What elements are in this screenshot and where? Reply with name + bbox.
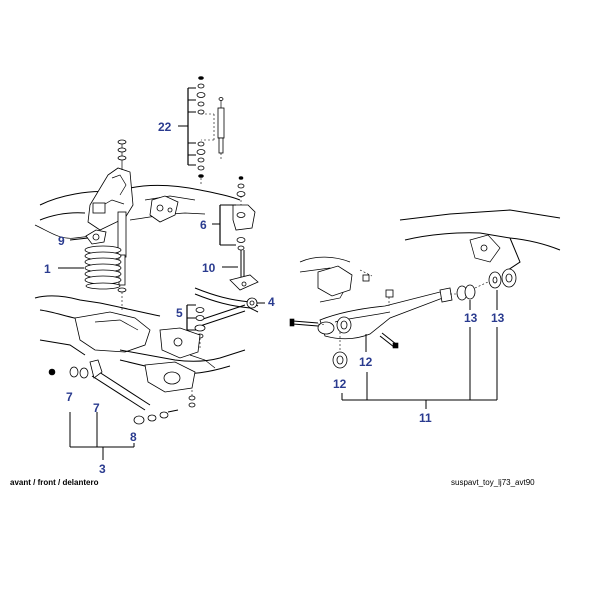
callout-6-bracket bbox=[212, 204, 236, 246]
lateral-rod bbox=[48, 359, 196, 425]
callout-9-leader bbox=[69, 237, 89, 241]
callout-12-upper: 12 bbox=[359, 355, 373, 369]
shock-absorber bbox=[117, 139, 127, 310]
body-outline-right bbox=[299, 209, 561, 303]
right-control-arm-assembly: 12 12 13 13 11 bbox=[289, 209, 561, 425]
arm-bolts bbox=[289, 289, 399, 349]
callout-11-bracket bbox=[341, 327, 498, 409]
callout-5-bracket bbox=[186, 304, 196, 331]
left-front-suspension-assembly: 22 6 10 bbox=[34, 76, 275, 476]
callout-7-left: 7 bbox=[66, 390, 73, 404]
callout-8: 8 bbox=[130, 430, 137, 444]
reference-caption: suspavt_toy_lj73_avt90 bbox=[451, 478, 535, 487]
body-frame-outline bbox=[34, 185, 241, 239]
callout-3-bracket bbox=[69, 412, 135, 460]
lower-control-arm bbox=[317, 287, 453, 340]
callout-1: 1 bbox=[44, 262, 51, 276]
callout-9: 9 bbox=[58, 234, 65, 248]
callout-5: 5 bbox=[176, 306, 183, 320]
callout-22-bracket bbox=[178, 87, 196, 166]
callout-3: 3 bbox=[99, 462, 106, 476]
position-caption: avant / front / delantero bbox=[10, 478, 99, 487]
axle-housing bbox=[34, 295, 246, 393]
callout-13-right: 13 bbox=[491, 311, 505, 325]
stabilizer-link-10 bbox=[229, 250, 259, 291]
callout-4: 4 bbox=[268, 295, 275, 309]
spring-upper-seat bbox=[85, 229, 107, 245]
callout-10: 10 bbox=[202, 261, 216, 275]
stabilizer-link-bushings-6 bbox=[232, 176, 256, 251]
callout-11: 11 bbox=[419, 411, 432, 425]
callout-7-right: 7 bbox=[93, 401, 100, 415]
bushings-13 bbox=[450, 268, 517, 301]
bushing-12-lower bbox=[332, 332, 348, 369]
shock-kit-22 bbox=[196, 76, 225, 184]
callout-22: 22 bbox=[158, 120, 172, 134]
callout-12-lower: 12 bbox=[333, 377, 347, 391]
coil-spring bbox=[84, 245, 122, 290]
frame-bracket-right bbox=[149, 195, 179, 223]
callout-6: 6 bbox=[200, 218, 207, 232]
callout-13-left: 13 bbox=[464, 311, 478, 325]
stabilizer-bar bbox=[194, 287, 265, 327]
